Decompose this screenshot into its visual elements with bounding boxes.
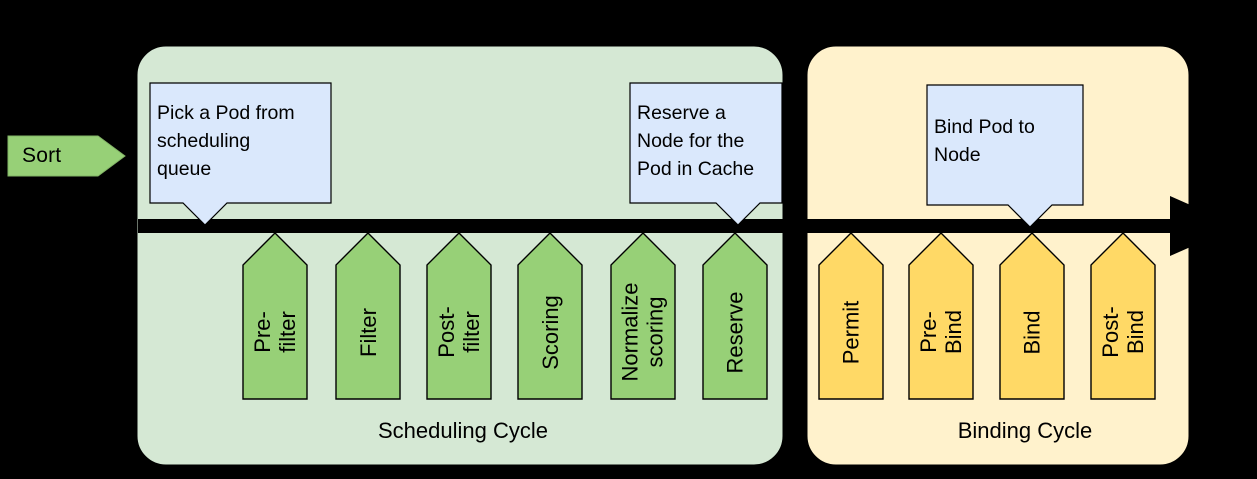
scheduling-stage-arrows bbox=[242, 232, 768, 400]
callout-reserve-node-text: Reserve a Node for the Pod in Cache bbox=[637, 102, 755, 180]
stage-arrow-post-bind[interactable] bbox=[1090, 232, 1156, 400]
callout-pick-pod-text: Pick a Pod from scheduling queue bbox=[157, 102, 295, 180]
stage-label-text: Normalize scoring bbox=[618, 282, 668, 382]
sort-arrow[interactable] bbox=[7, 135, 126, 177]
stage-label-filter: Filter bbox=[336, 265, 400, 399]
stage-label-pre-filter: Pre-filter bbox=[243, 265, 307, 399]
stage-label-post-bind: Post-Bind bbox=[1091, 265, 1155, 399]
stage-label-text: Pre-Bind bbox=[916, 309, 966, 355]
stage-arrow-normalize-scoring[interactable] bbox=[610, 232, 676, 400]
stage-arrow-pre-bind[interactable] bbox=[908, 232, 974, 400]
sort-arrow-label: Sort bbox=[22, 144, 62, 167]
callout-bind-pod-text: Bind Pod to Node bbox=[934, 116, 1035, 166]
callout-pick-pod[interactable] bbox=[149, 82, 332, 226]
stage-label-scoring: Scoring bbox=[518, 265, 582, 399]
stage-label-pre-bind: Pre-Bind bbox=[909, 265, 973, 399]
stage-label-text: Post-filter bbox=[434, 306, 484, 358]
stage-label-text: Filter bbox=[355, 307, 381, 357]
stage-arrow-bind[interactable] bbox=[999, 232, 1065, 400]
stage-arrow-post-filter[interactable] bbox=[426, 232, 492, 400]
binding-cycle-caption: Binding Cycle bbox=[957, 418, 1093, 443]
stage-label-text: Scoring bbox=[537, 294, 563, 370]
stage-arrow-reserve[interactable] bbox=[702, 232, 768, 400]
callout-reserve-node[interactable] bbox=[629, 82, 783, 226]
stage-arrow-permit[interactable] bbox=[818, 232, 884, 400]
timeline-arrow bbox=[138, 196, 1238, 256]
stage-label-bind: Bind bbox=[1000, 265, 1064, 399]
stage-label-text: Pre-filter bbox=[250, 311, 300, 353]
stage-arrow-pre-filter[interactable] bbox=[242, 232, 308, 400]
stage-label-text: Reserve bbox=[722, 291, 748, 373]
stage-label-text: Post-Bind bbox=[1098, 306, 1148, 358]
stage-label-text: Permit bbox=[838, 300, 864, 364]
stage-label-text: Bind bbox=[1019, 309, 1045, 355]
stage-arrow-filter[interactable] bbox=[335, 232, 401, 400]
stage-label-reserve: Reserve bbox=[703, 265, 767, 399]
binding-stage-arrows bbox=[818, 232, 1156, 400]
stage-label-post-filter: Post-filter bbox=[427, 265, 491, 399]
stage-label-permit: Permit bbox=[819, 265, 883, 399]
stage-arrow-scoring[interactable] bbox=[517, 232, 583, 400]
stage-label-normalize-scoring: Normalize scoring bbox=[611, 265, 675, 399]
scheduling-cycle-caption: Scheduling Cycle bbox=[378, 418, 548, 443]
callout-bind-pod[interactable] bbox=[926, 84, 1084, 228]
